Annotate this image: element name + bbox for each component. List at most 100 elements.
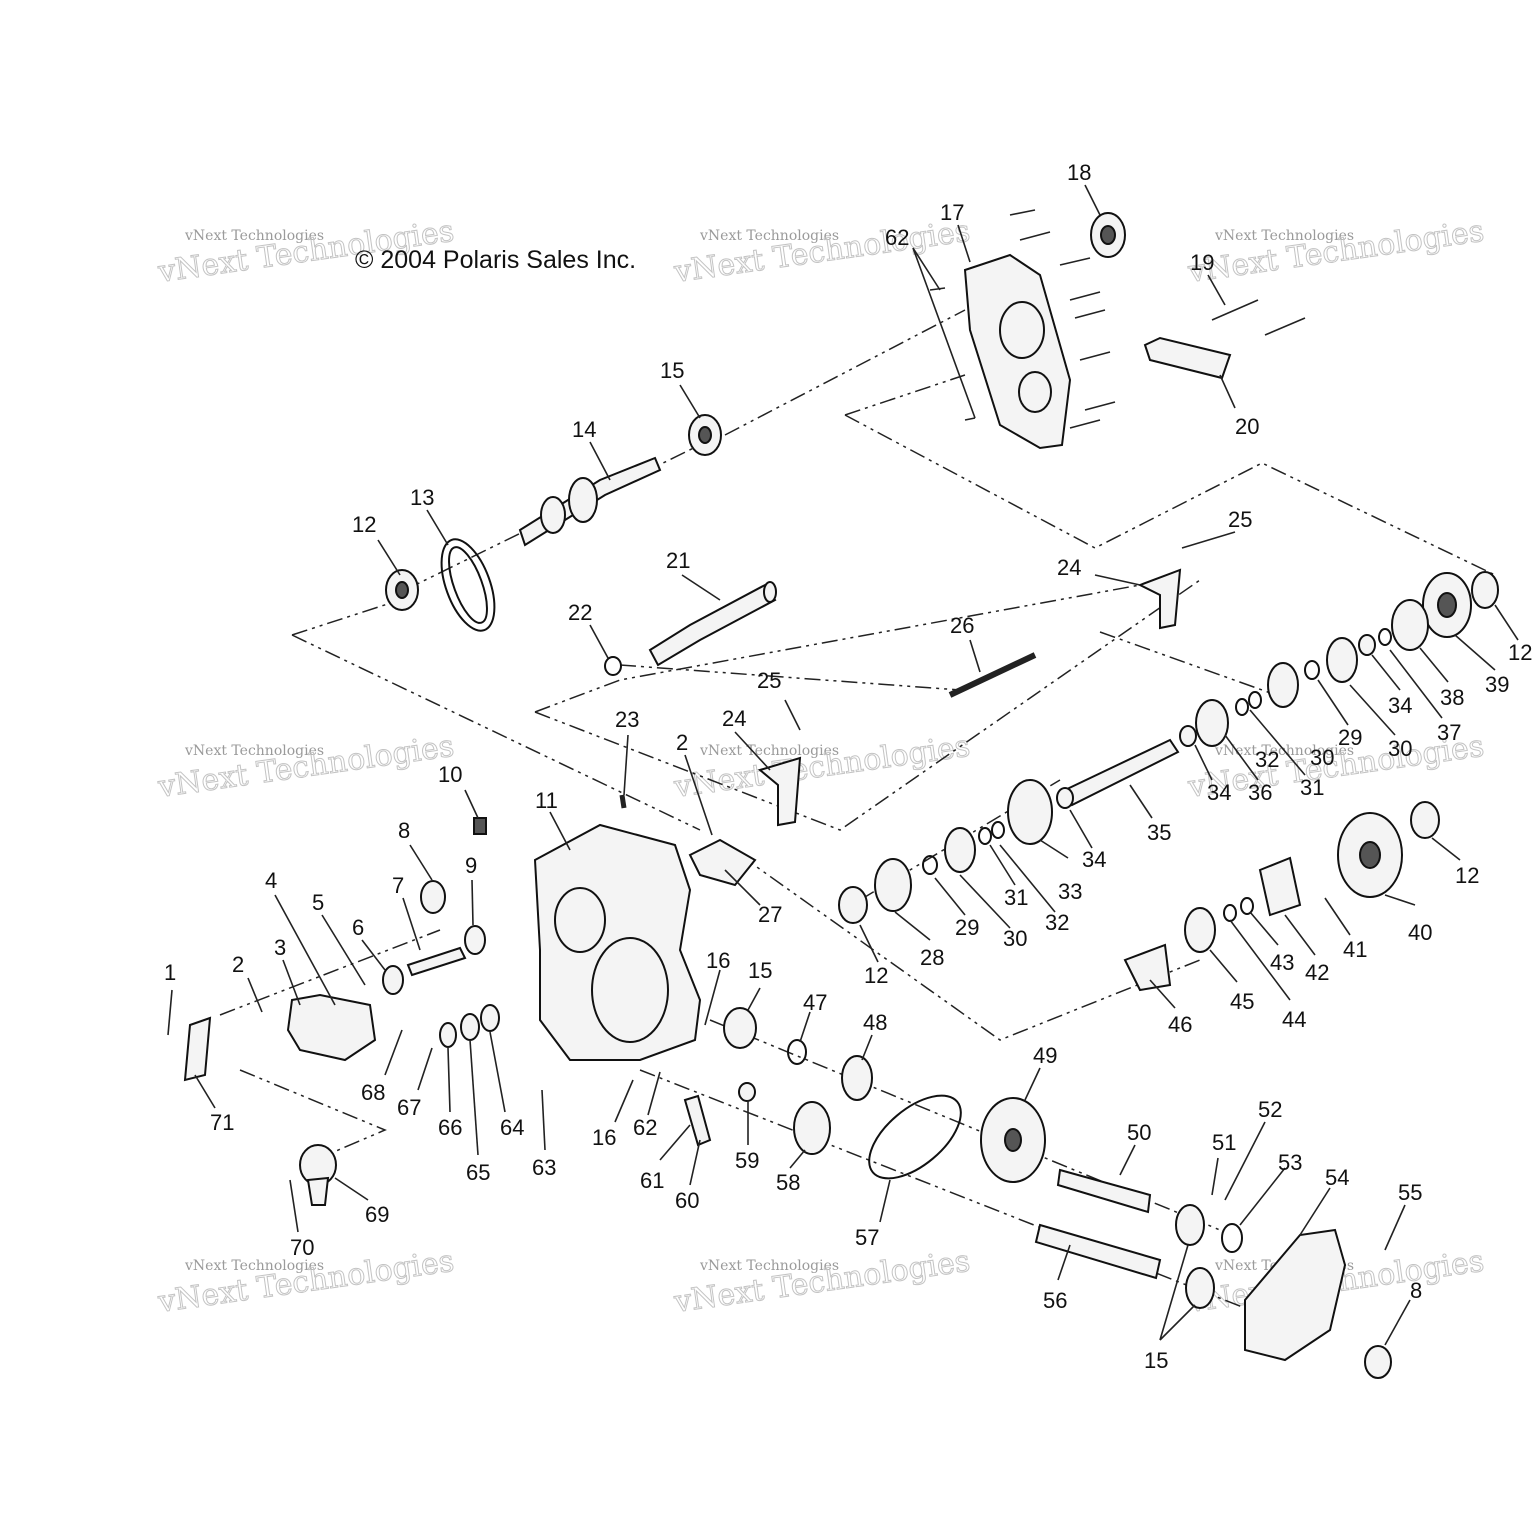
guide-line	[534, 584, 1141, 713]
callout-41: 41	[1343, 937, 1367, 962]
watermark-text: vNext Technologies	[671, 1244, 972, 1320]
end-cover-part	[1244, 1228, 1347, 1362]
callout-49: 49	[1033, 1043, 1057, 1068]
bearing-part	[1184, 907, 1216, 953]
callout-34-second: 34	[1388, 693, 1412, 718]
callout-54: 54	[1325, 1165, 1349, 1190]
watermark-text: vNext Technologies	[699, 228, 839, 244]
callout-16: 16	[706, 948, 730, 973]
copyright-notice: © 2004 Polaris Sales Inc.	[355, 246, 636, 274]
bracket-part	[1143, 299, 1306, 380]
callout-8: 8	[398, 818, 410, 843]
callout-63: 63	[532, 1155, 556, 1180]
callout-34: 34	[1082, 847, 1106, 872]
callout-29: 29	[955, 915, 979, 940]
watermark-text: vNext Technologies	[671, 729, 972, 805]
callout-21: 21	[666, 548, 690, 573]
callout-32: 32	[1045, 910, 1069, 935]
callout-69: 69	[365, 1202, 389, 1227]
gear-part	[480, 1004, 500, 1032]
callout-17: 17	[940, 200, 964, 225]
cover-bolts	[1009, 209, 1116, 429]
dowel-pin-part	[964, 417, 976, 421]
bearing-part	[1410, 801, 1440, 839]
guide-line	[844, 414, 1496, 576]
callout-31: 31	[1004, 885, 1028, 910]
callout-44: 44	[1282, 1007, 1306, 1032]
bearing-part	[1185, 1267, 1215, 1309]
gear-part	[793, 1101, 831, 1155]
bearing-part	[460, 1013, 480, 1041]
flange-plate-part	[688, 838, 757, 887]
sensor-part	[306, 1176, 330, 1206]
callout-37: 37	[1437, 720, 1461, 745]
watermark-text: vNext Technologies	[184, 743, 324, 759]
bearing-part	[1090, 212, 1126, 258]
assembly-guide-lines	[219, 309, 1496, 1311]
callout-51: 51	[1212, 1130, 1236, 1155]
callout-15-second: 15	[748, 958, 772, 983]
callout-35: 35	[1147, 820, 1171, 845]
shaft-part	[406, 946, 467, 977]
o-ring-part	[604, 656, 622, 676]
callout-9: 9	[465, 853, 477, 878]
callout-13: 13	[410, 485, 434, 510]
watermark-text: vNext Technologies	[699, 1258, 839, 1274]
flange-plate-part	[1258, 856, 1302, 917]
callout-46: 46	[1168, 1012, 1192, 1037]
shift-shaft-part	[648, 581, 777, 667]
callout-12-second: 12	[1508, 640, 1532, 665]
callout-67: 67	[397, 1095, 421, 1120]
plunger-part	[683, 1094, 712, 1147]
callout-16-second: 16	[592, 1125, 616, 1150]
gear-part	[841, 1055, 873, 1101]
pinion-part	[1123, 943, 1172, 992]
callout-10: 10	[438, 762, 462, 787]
callout-62-second: 62	[885, 225, 909, 250]
guide-line	[724, 309, 966, 436]
shift-fork-part	[757, 756, 802, 827]
callout-12: 12	[352, 512, 376, 537]
guide-line	[619, 664, 961, 691]
callout-30: 30	[1003, 926, 1027, 951]
gear-housing-part	[286, 993, 377, 1062]
callout-66: 66	[438, 1115, 462, 1140]
output-shaft-part	[1063, 738, 1180, 807]
seal-part	[1221, 1223, 1243, 1253]
callout-59: 59	[735, 1148, 759, 1173]
callout-2-second: 2	[676, 730, 688, 755]
bearing-part	[723, 1007, 757, 1049]
callout-8-second: 8	[1410, 1278, 1422, 1303]
watermark-text: vNext Technologies	[155, 729, 456, 805]
watermark-text: vNext Technologies	[671, 214, 972, 290]
bearing-part	[439, 1022, 457, 1048]
side-cover-part	[963, 253, 1072, 450]
callout-7: 7	[392, 873, 404, 898]
guide-line	[239, 1069, 387, 1161]
drive-chain-part	[440, 538, 496, 632]
watermark-text: vNext Technologies	[1185, 214, 1486, 290]
seal-part	[420, 880, 446, 914]
disc-part	[1004, 1128, 1022, 1152]
drive-chain-part	[448, 546, 488, 624]
callout-23: 23	[615, 707, 639, 732]
parts	[183, 209, 1499, 1379]
callout-1: 1	[164, 960, 176, 985]
washer-part	[787, 1039, 807, 1065]
callout-2: 2	[232, 952, 244, 977]
callout-12-fourth: 12	[864, 963, 888, 988]
main-case-part	[533, 823, 702, 1061]
callout-18: 18	[1067, 160, 1091, 185]
callout-24-second: 24	[722, 706, 746, 731]
callout-32-second: 32	[1255, 747, 1279, 772]
rail-rod-part	[948, 652, 1037, 698]
guide-line	[291, 634, 701, 831]
callout-33: 33	[1058, 879, 1082, 904]
watermark-text: vNext Technologies	[699, 743, 839, 759]
callout-65: 65	[466, 1160, 490, 1185]
callout-43: 43	[1270, 950, 1294, 975]
input-shaft-part	[518, 456, 662, 547]
bearing-part	[464, 925, 486, 955]
callout-57: 57	[855, 1225, 879, 1250]
gear-stack-lower	[838, 779, 1074, 924]
